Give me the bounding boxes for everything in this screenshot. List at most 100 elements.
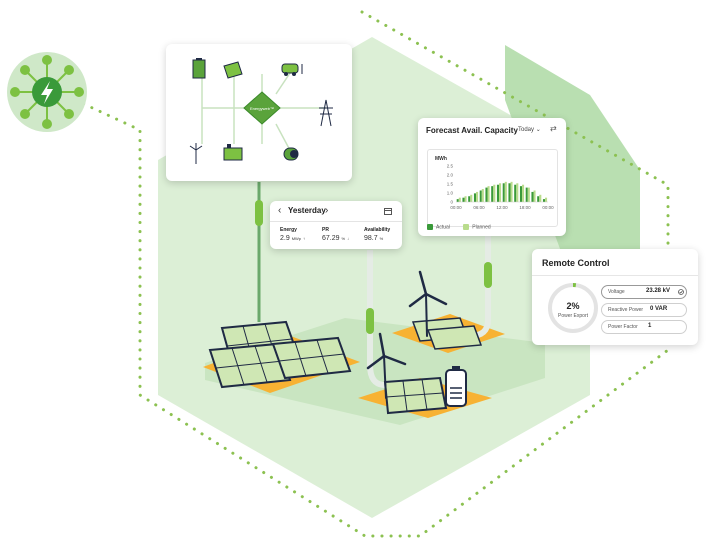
chart-bar-planned — [493, 184, 496, 202]
chart-bar-actual — [479, 190, 482, 202]
y-tick-label: 2.0 — [447, 173, 454, 178]
pr-label: PR — [322, 227, 329, 233]
gauge-label: Power Export — [558, 313, 589, 319]
period-dropdown[interactable]: Today ⌄ — [518, 126, 541, 133]
factory-icon — [223, 144, 243, 161]
pr-unit: % — [341, 236, 346, 241]
period-value: Today — [518, 127, 535, 133]
chevron-right-icon[interactable]: › — [325, 205, 329, 216]
x-tick-label: 18:00 — [519, 205, 531, 210]
pipe-glow-3 — [484, 262, 492, 288]
pr-value-row: 67.29 % ↓ — [322, 235, 349, 242]
solar-panel — [411, 317, 483, 350]
chart-bar-actual — [496, 184, 500, 202]
y-tick-label: 1.5 — [447, 182, 454, 187]
x-tick-label: 06:00 — [473, 205, 485, 210]
energy-flow-card: Energyweb™ — [166, 44, 352, 181]
chart-bar-actual — [473, 193, 477, 202]
lightning-bolt-icon — [41, 81, 53, 104]
chart-bar-planned — [481, 189, 484, 202]
legend-swatch-actual — [427, 224, 433, 230]
solar-panel — [383, 376, 448, 415]
y-tick-label: 0 — [450, 200, 453, 205]
wind-turbine-icon — [408, 270, 448, 337]
chart-bar-planned — [464, 196, 467, 202]
legend-actual: Actual — [436, 224, 450, 231]
chart-bar-planned — [527, 187, 530, 202]
chart-bar-actual — [462, 197, 465, 202]
energy-hub — [7, 52, 87, 132]
chart-bar-actual — [491, 186, 494, 202]
energy-label: Energy — [280, 227, 297, 233]
divider — [532, 275, 698, 276]
swap-icon[interactable]: ⇄ — [550, 124, 557, 133]
chart-bar-actual — [456, 199, 459, 202]
chart-bar-planned — [476, 191, 479, 202]
dotted-outline — [56, 10, 670, 538]
chart-bar-planned — [545, 197, 548, 202]
chart-bar-planned — [516, 183, 519, 202]
chart-bar-actual — [542, 199, 546, 202]
remote-control-card: Remote Control 2% Power Export Voltage 2… — [532, 249, 698, 345]
battery-icon — [192, 58, 206, 79]
hub-label: Energyweb™ — [250, 106, 274, 111]
chart-bar-planned — [510, 181, 513, 202]
wind-turbine-icon — [189, 143, 203, 164]
pipe-glow-1 — [255, 200, 263, 226]
availability-value: 98.7 — [364, 235, 378, 242]
chart-bar-actual — [514, 184, 517, 202]
calendar-icon[interactable] — [384, 207, 392, 215]
solar-panel — [208, 342, 292, 389]
factor-value: 1 — [648, 323, 652, 329]
energy-value-row: 2.9 MWp ↑ — [280, 235, 305, 242]
chart-bar-planned — [458, 197, 461, 202]
chart-bar-actual — [519, 186, 523, 202]
trend-up-icon: ↑ — [302, 236, 305, 241]
factor-label: Power Factor — [608, 324, 638, 330]
power-factor-field[interactable]: Power Factor 1 — [601, 320, 687, 334]
chart-bar-actual — [502, 183, 505, 202]
trend-down-icon: ↓ — [347, 236, 349, 241]
legend-planned: Planned — [472, 224, 491, 231]
voltage-field[interactable]: Voltage 23.28 kV — [601, 285, 687, 299]
energy-value: 2.9 — [280, 235, 290, 242]
check-circle-icon — [678, 289, 684, 295]
chart-bar-planned — [539, 194, 542, 202]
transmission-tower-icon — [319, 99, 333, 127]
y-axis-label: MWh — [435, 156, 447, 162]
y-tick-label: 2.5 — [447, 164, 454, 169]
availability-value-row: 98.7 % — [364, 235, 390, 242]
x-tick-label: 00:00 — [542, 205, 554, 210]
battery-icon — [445, 366, 467, 407]
chart-bar-actual — [468, 196, 471, 202]
x-tick-label: 12:00 — [496, 205, 508, 210]
chart-bar-planned — [522, 184, 525, 202]
pipe-glow-2 — [366, 308, 374, 334]
gauge-arc — [548, 283, 598, 333]
chevron-left-icon[interactable]: ‹ — [278, 205, 282, 216]
availability-label: Availability — [364, 227, 391, 233]
voltage-value: 23.28 kV — [646, 288, 671, 294]
solar-panel — [271, 336, 352, 380]
date-title: Yesterday — [288, 206, 326, 215]
y-tick-label: 1.0 — [447, 191, 454, 196]
forecast-title: Forecast Avail. Capacity — [426, 126, 518, 135]
chart-bar-planned — [487, 186, 490, 202]
chart-bar-planned — [533, 190, 536, 202]
x-tick-label: 00:00 — [450, 205, 462, 210]
yesterday-header: ‹ Yesterday › — [270, 201, 402, 222]
reactive-label: Reactive Power — [608, 307, 644, 313]
chart-bar-planned — [499, 183, 502, 202]
pr-stat: PR 67.29 % ↓ — [322, 227, 349, 242]
legend-swatch-planned — [463, 224, 470, 230]
solar-panel-icon — [223, 61, 243, 79]
reactive-value: 0 VAR — [650, 306, 668, 312]
energyweb-hub — [243, 91, 281, 125]
chart-bar-actual — [537, 196, 540, 202]
energy-stat: Energy 2.9 MWp ↑ — [280, 227, 305, 242]
reactive-power-field[interactable]: Reactive Power 0 VAR — [601, 303, 687, 317]
chevron-down-icon: ⌄ — [535, 127, 541, 133]
